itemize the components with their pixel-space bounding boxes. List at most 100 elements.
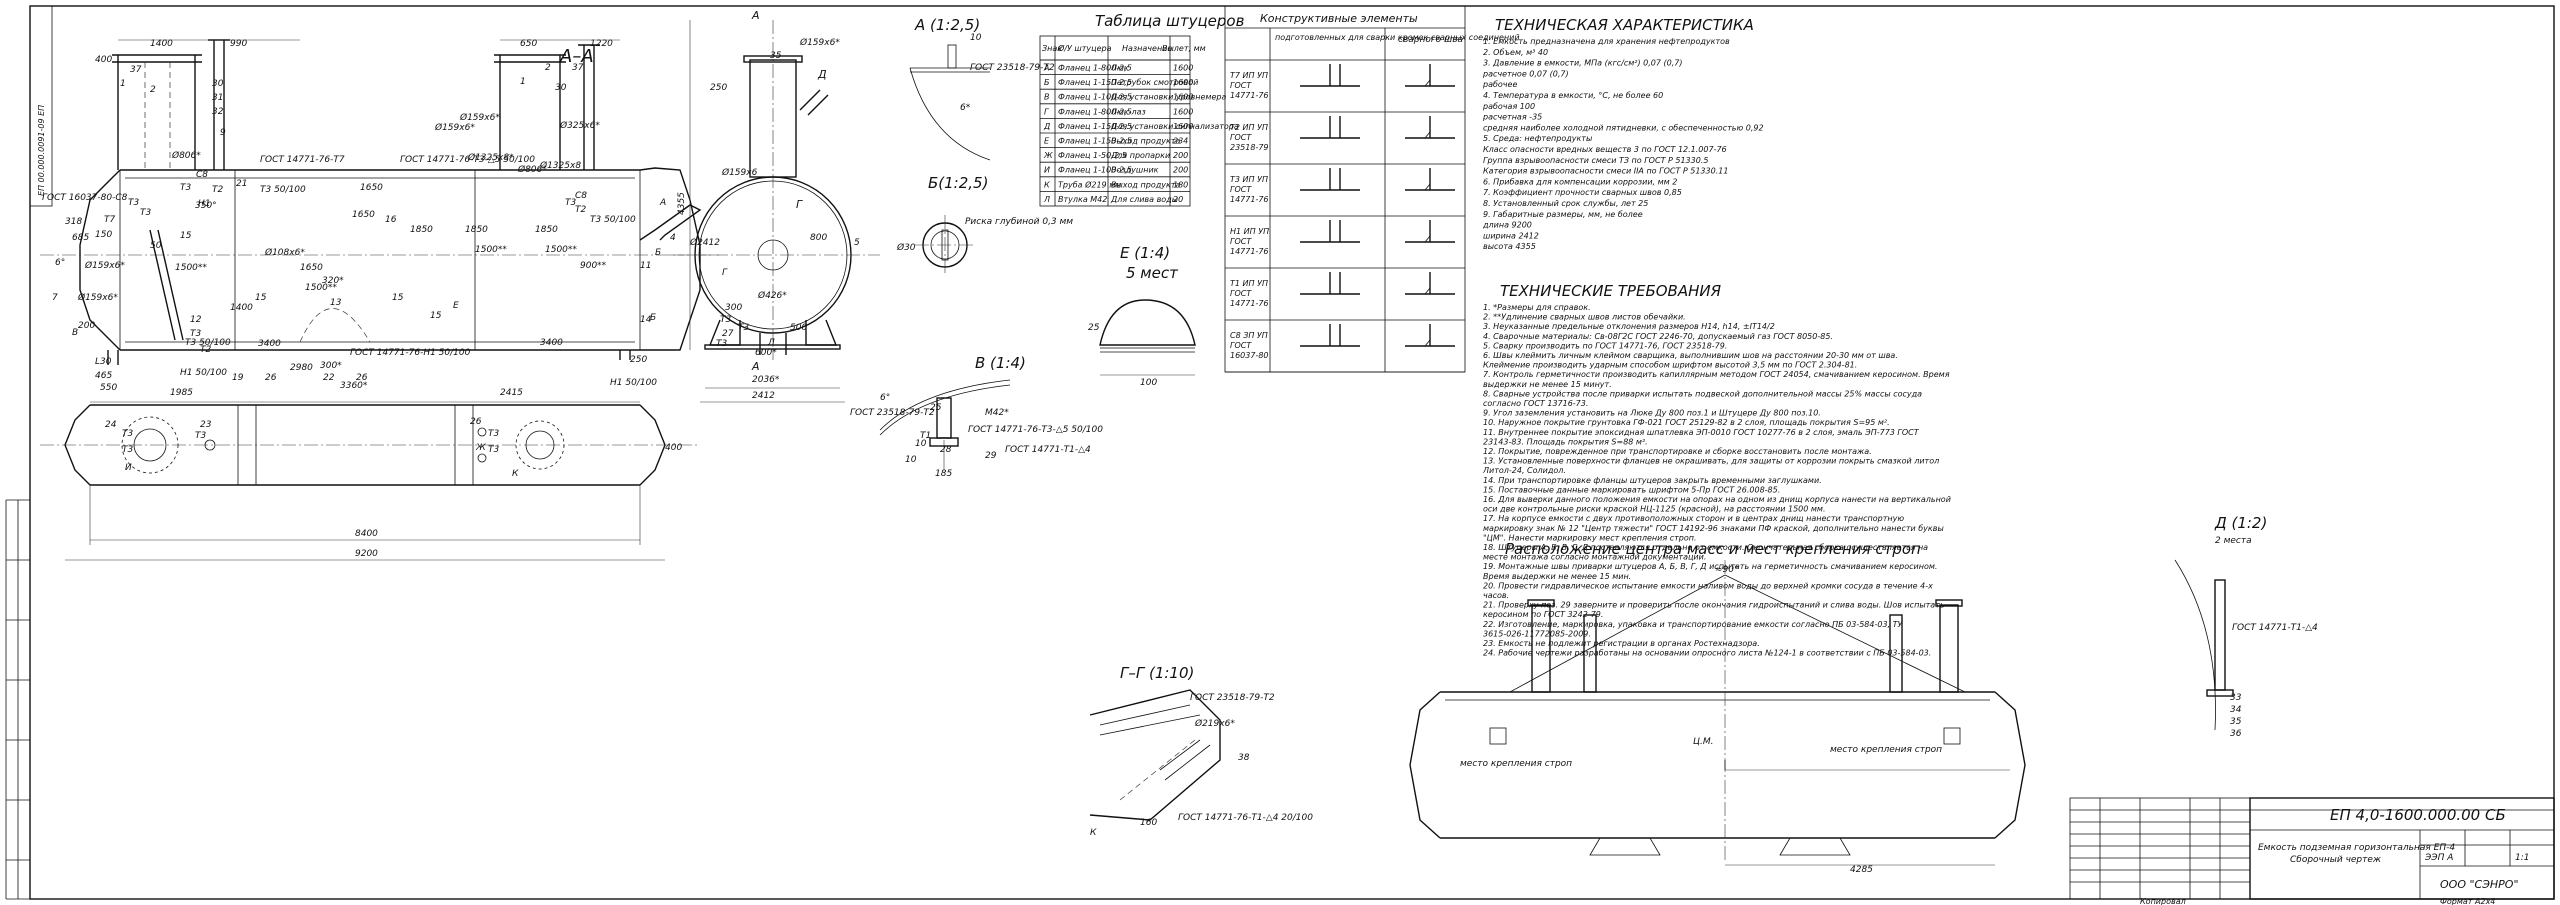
view-b125-title: Б(1:2,5) <box>928 174 988 192</box>
weld-row-label: 14771-76 <box>1230 91 1269 100</box>
tech-char-line: 7. Коэффициент прочности сварных швов 0,… <box>1483 188 1682 197</box>
view-gg-title: Г–Г (1:10) <box>1120 664 1194 682</box>
svg-text:31: 31 <box>212 93 223 103</box>
left-margin-strip <box>5 499 30 900</box>
tech-req-line: 7. Контроль герметичности производить ка… <box>1483 370 1950 379</box>
svg-text:1850: 1850 <box>410 225 433 235</box>
svg-text:26: 26 <box>265 373 277 383</box>
svg-text:T3: T3 <box>122 429 133 439</box>
svg-text:2980: 2980 <box>290 363 313 373</box>
nozzle-cell: 1600 <box>1173 107 1193 116</box>
tech-char-line: Группа взрывоопасности смеси ТЗ по ГОСТ … <box>1483 156 1708 165</box>
svg-text:900**: 900** <box>580 261 607 271</box>
svg-text:1400: 1400 <box>150 39 173 49</box>
view-v14-title: В (1:4) <box>975 354 1026 372</box>
label-gost-23518-gg: ГОСТ 23518-79-Т2 <box>1190 693 1275 703</box>
title-litera: ЭЭП А <box>2424 853 2453 863</box>
weld-row-label: ГОСТ <box>1230 237 1252 246</box>
svg-text:К: К <box>512 469 519 479</box>
label-gost-t1-d: ГОСТ 14771-Т1-△4 <box>2232 623 2318 633</box>
svg-text:H1 50/100: H1 50/100 <box>180 368 227 378</box>
nozzle-cell: Фланец 1-50-2,5 <box>1058 151 1127 160</box>
svg-text:23: 23 <box>200 420 212 430</box>
view-detail-v: В (1:4) ГОСТ 23518-79-Т2 6° М42* ГОСТ 14… <box>850 354 1103 479</box>
svg-text:T3: T3 <box>190 329 201 339</box>
tech-characteristic: ТЕХНИЧЕСКАЯ ХАРАКТЕРИСТИКА 1. Емкость пр… <box>1482 16 1764 251</box>
title-designation: ЕП 4,0-1600.000.00 СБ <box>2330 806 2506 824</box>
nozzle-table: Таблица штуцеров Знак Ø/У штуцера Назнач… <box>1039 12 1245 207</box>
nozzle-header-2: Назначение <box>1122 44 1172 53</box>
svg-text:1400: 1400 <box>230 303 253 313</box>
svg-text:34: 34 <box>2230 705 2242 715</box>
tech-req-line: керосином по ГОСТ 3242-79. <box>1483 610 1603 619</box>
weld-row-label: ГОСТ <box>1230 341 1252 350</box>
svg-text:1650: 1650 <box>300 263 323 273</box>
svg-text:400: 400 <box>95 55 112 65</box>
nozzle-cell: Фланец 1-800-2,5 <box>1058 107 1132 116</box>
svg-text:15: 15 <box>430 311 442 321</box>
svg-text:1220: 1220 <box>590 39 613 49</box>
svg-text:15: 15 <box>255 293 267 303</box>
svg-text:15: 15 <box>180 231 192 241</box>
svg-text:T1: T1 <box>920 431 931 441</box>
svg-text:T3: T3 <box>180 183 191 193</box>
view-d12-title: Д (1:2) <box>2214 514 2267 532</box>
nozzle-table-title: Таблица штуцеров <box>1095 12 1245 30</box>
label-m42: М42* <box>985 408 1009 418</box>
nozzle-cell: 1600 <box>1173 122 1193 131</box>
svg-text:L30: L30 <box>95 357 112 367</box>
svg-text:500: 500 <box>790 323 807 333</box>
svg-text:22: 22 <box>323 373 335 383</box>
nozzle-cell: 234 <box>1173 137 1188 146</box>
tech-req-line: 3615-026-11772085-2009. <box>1483 629 1591 638</box>
tech-char-line: ширина 2412 <box>1483 231 1539 240</box>
weld-row-label: 14771-76 <box>1230 195 1269 204</box>
view-mass-title: Расположение центра масс и мест креплени… <box>1505 540 1921 558</box>
nozzle-cell: 200 <box>1173 151 1188 160</box>
svg-text:25: 25 <box>930 403 942 413</box>
svg-text:15: 15 <box>392 293 404 303</box>
tech-char-title: ТЕХНИЧЕСКАЯ ХАРАКТЕРИСТИКА <box>1495 16 1754 34</box>
nozzle-cell: 1600 <box>1173 64 1193 73</box>
svg-text:37: 37 <box>130 65 142 75</box>
svg-text:T3: T3 <box>720 315 731 325</box>
svg-text:100: 100 <box>1140 378 1157 388</box>
svg-text:Ж: Ж <box>475 443 486 453</box>
view-detail-b: Б(1:2,5) Ø30 Риска глубиной 0,3 мм <box>896 174 1073 275</box>
tech-req-line: оси две контрольные риски краской НЦ-112… <box>1483 505 1826 514</box>
weld-table-title: Конструктивные элементы <box>1260 12 1418 25</box>
svg-text:И: И <box>125 463 132 473</box>
title-format: Формат А2х4 <box>2440 897 2495 905</box>
svg-text:Ø2412: Ø2412 <box>689 237 720 248</box>
tech-req-line: 18. Штуцеры А, Б, В, Г, Д поставляются о… <box>1483 543 1928 552</box>
svg-text:T3: T3 <box>488 429 499 439</box>
tech-req-line: "ЦМ". Нанести маркировку мест крепления … <box>1483 533 1697 542</box>
tech-req-line: 20. Провести гидравлическое испытание ем… <box>1483 581 1933 590</box>
nozzle-cell: Втулка М42 <box>1058 195 1107 204</box>
nozzle-cell: Труба Ø219 мм <box>1058 179 1121 189</box>
svg-text:32: 32 <box>212 107 224 117</box>
svg-text:26: 26 <box>470 417 482 427</box>
tech-req-line: 19. Монтажные швы приварки штуцеров А, Б… <box>1483 562 1937 571</box>
svg-text:Ø30: Ø30 <box>896 242 916 253</box>
nozzle-cell: К <box>1044 180 1050 189</box>
weld-row-label: Т1 ИП УП <box>1230 279 1268 288</box>
tech-char-line: расчетное 0,07 (0,7) <box>1482 69 1569 78</box>
svg-text:T3: T3 <box>140 208 151 218</box>
tech-req-line: месте монтажа согласно монтажной докумен… <box>1483 553 1706 562</box>
tech-req-title: ТЕХНИЧЕСКИЕ ТРЕБОВАНИЯ <box>1500 282 1722 300</box>
svg-text:Ø219х6*: Ø219х6* <box>1194 718 1235 729</box>
svg-text:T3: T3 <box>122 445 133 455</box>
view-e14-subtitle: 5 мест <box>1126 264 1179 282</box>
tech-req-line: Время выдержки не менее 15 мин. <box>1483 572 1631 581</box>
tech-req-line: 11. Внутреннее покрытие эпоксидная шпатл… <box>1483 428 1920 437</box>
nozzle-cell: В <box>1044 93 1050 102</box>
svg-text:28: 28 <box>940 445 952 455</box>
svg-text:T7: T7 <box>104 215 115 225</box>
tech-char-line: длина 9200 <box>1482 221 1532 230</box>
nozzle-cell: Д <box>1043 122 1050 131</box>
tech-char-line: расчетная -35 <box>1482 113 1542 122</box>
weld-table-col2: сварного шва <box>1398 35 1463 45</box>
tech-req-line: 1. *Размеры для справок. <box>1483 303 1591 312</box>
